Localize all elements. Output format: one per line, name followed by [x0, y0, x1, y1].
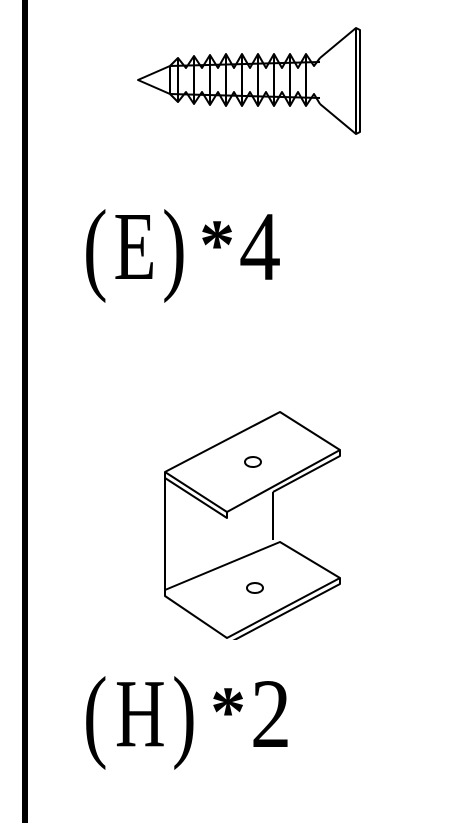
part-h: ( H ) * 2 [30, 390, 460, 823]
part-letter: H [114, 660, 166, 768]
multiplier-symbol: * [210, 672, 247, 752]
part-h-label: ( H ) * 2 [78, 662, 296, 766]
part-e: ( E ) * 4 [30, 0, 460, 380]
part-quantity: 2 [249, 658, 293, 769]
u-bracket-icon [164, 411, 341, 640]
part-quantity: 4 [238, 191, 282, 302]
countersunk-screw-icon [137, 27, 361, 135]
open-paren: ( [82, 656, 108, 771]
multiplier-symbol: * [199, 205, 236, 285]
part-letter: E [113, 193, 157, 301]
left-border-line [22, 0, 28, 823]
close-paren: ) [172, 656, 198, 771]
close-paren: ) [161, 189, 187, 304]
open-paren: ( [82, 189, 108, 304]
part-e-label: ( E ) * 4 [78, 195, 285, 299]
